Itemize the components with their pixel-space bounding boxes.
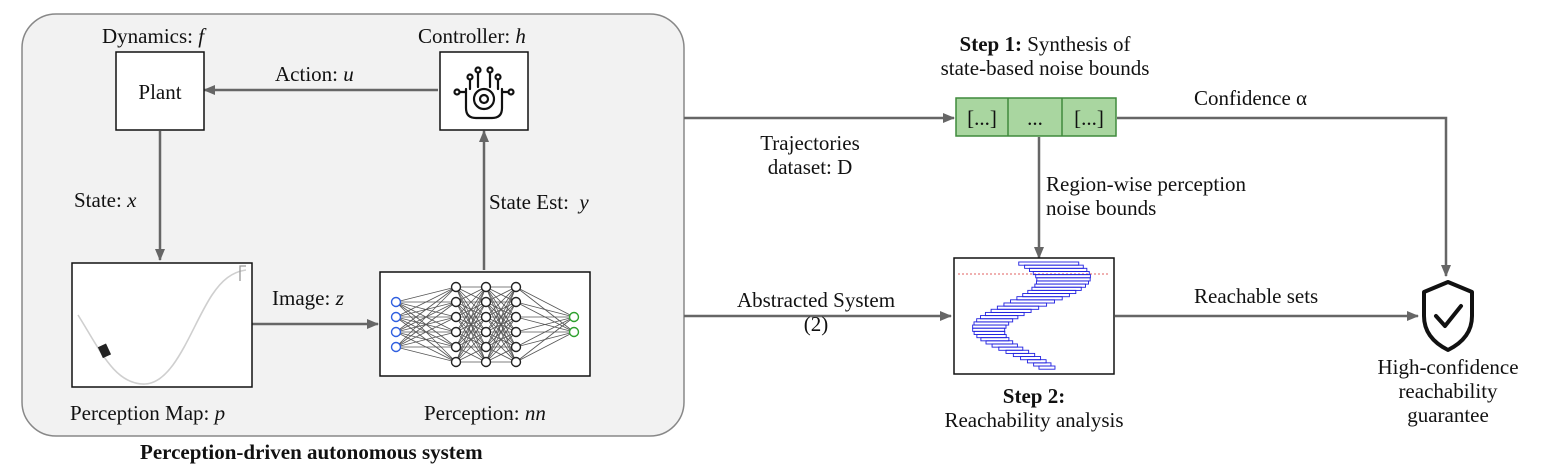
controller-chip-gear-icon (453, 66, 515, 120)
nn-node (568, 311, 580, 323)
reachable-set-box (1038, 365, 1056, 370)
nn-connection (515, 331, 575, 363)
nn-connection (455, 331, 487, 363)
nn-connection (485, 346, 517, 363)
nn-node (450, 296, 462, 308)
nn-connection (485, 316, 517, 363)
guarantee-label: High-confidence reachability guarantee (1377, 355, 1519, 427)
nn-node (510, 311, 522, 323)
reachable-sets-label: Reachable sets (1194, 284, 1319, 308)
nn-connection (455, 286, 487, 363)
nn-node (568, 326, 580, 338)
action-label: Action: u (275, 62, 354, 86)
nn-node (480, 326, 492, 338)
nn-connection (485, 286, 517, 363)
controller-title: Controller: h (418, 24, 526, 48)
nn-connection (395, 286, 457, 333)
image-label: Image: z (272, 286, 344, 310)
nn-connection (515, 286, 575, 318)
car-icon (97, 343, 112, 359)
bounds-cell-3: [...] (1074, 106, 1104, 130)
nn-node (390, 341, 402, 353)
plant-box (115, 51, 205, 131)
trajectories-label: Trajectories dataset: D (760, 131, 860, 179)
nn-connection (485, 286, 517, 333)
nn-connection (395, 346, 457, 363)
neural-network-graphic (390, 281, 580, 368)
perception-map-title: Perception Map: p (70, 401, 226, 425)
nn-node (510, 326, 522, 338)
track-curve (77, 269, 247, 385)
nn-node (510, 296, 522, 308)
nn-node (510, 356, 522, 368)
state-est-label: State Est: y (489, 190, 589, 214)
nn-connection (485, 301, 517, 363)
nn-connection (485, 286, 517, 348)
system-caption: Perception-driven autonomous system (140, 440, 483, 464)
nn-node (510, 341, 522, 353)
nn-connection (395, 286, 457, 318)
plant-title: Dynamics: f (102, 24, 205, 48)
reachable-set-graphic (972, 261, 1091, 370)
nn-connection (395, 301, 457, 348)
nn-connection (485, 286, 517, 318)
bounds-cell-2: ... (1027, 106, 1043, 130)
region-bounds-label: Region-wise perception noise bounds (1046, 172, 1247, 220)
confidence-arrow (1117, 116, 1451, 277)
state-label: State: x (74, 188, 137, 212)
nn-connection (455, 286, 487, 318)
nn-connection (395, 316, 457, 348)
nn-connection (395, 331, 457, 348)
nn-connection (455, 286, 487, 333)
nn-connection (515, 316, 575, 348)
nn-connection (515, 316, 575, 363)
step2-label: Step 2: Reachability analysis (944, 384, 1124, 432)
nn-connection (455, 286, 487, 348)
nn-connection (455, 316, 487, 363)
perception-map-box (71, 262, 253, 388)
nn-node (450, 311, 462, 323)
nn-node (390, 311, 402, 323)
nn-node (390, 296, 402, 308)
nn-node (450, 281, 462, 293)
nn-connection (485, 286, 517, 303)
nn-node (480, 296, 492, 308)
nn-node (510, 281, 522, 293)
nn-node (480, 311, 492, 323)
nn-connection (515, 316, 575, 333)
nn-connection (455, 286, 487, 303)
bounds-array (955, 97, 1117, 137)
plant-label: Plant (138, 80, 182, 104)
nn-node (480, 356, 492, 368)
step1-label: Step 1: Synthesis of state-based noise b… (940, 32, 1150, 80)
nn-node (480, 281, 492, 293)
nn-connection (455, 301, 487, 363)
nn-node (390, 326, 402, 338)
nn-node (450, 356, 462, 368)
bounds-cell-1: [...] (967, 106, 997, 130)
nn-node (480, 341, 492, 353)
nn-connection (515, 301, 575, 318)
nn-connection (395, 286, 457, 348)
abstracted-system-label: Abstracted System (2) (736, 288, 896, 336)
confidence-label: Confidence α (1194, 86, 1308, 110)
nn-node (450, 326, 462, 338)
nn-connection (455, 346, 487, 363)
nn-connection (485, 331, 517, 363)
shield-check-icon (1422, 280, 1474, 352)
nn-node (450, 341, 462, 353)
flag-icon (239, 265, 246, 281)
nn-connection (395, 286, 457, 303)
perception-title: Perception: nn (424, 401, 546, 425)
